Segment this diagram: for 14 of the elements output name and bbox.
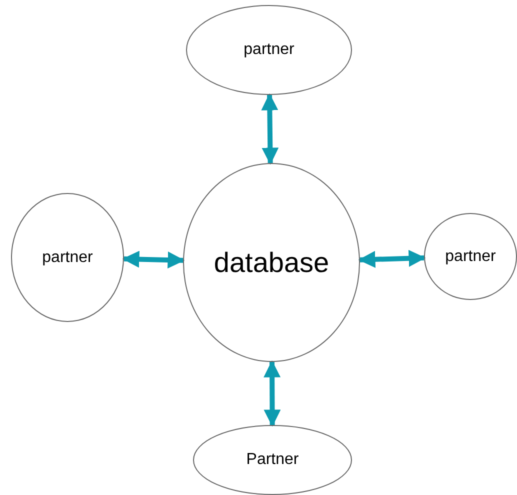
node-label: Partner xyxy=(246,450,299,470)
double-arrow xyxy=(264,360,281,427)
ellipse-node xyxy=(11,193,124,322)
double-arrow xyxy=(358,250,426,268)
double-arrow xyxy=(122,250,185,268)
ellipse-node xyxy=(424,213,517,300)
node-label: database xyxy=(214,246,330,280)
node-label: partner xyxy=(244,40,294,60)
ellipse-node xyxy=(186,5,352,95)
ellipse-node xyxy=(193,425,352,495)
node-label: partner xyxy=(42,248,93,268)
double-arrow xyxy=(261,93,279,165)
node-label: partner xyxy=(445,246,496,266)
ellipse-node xyxy=(183,163,360,362)
